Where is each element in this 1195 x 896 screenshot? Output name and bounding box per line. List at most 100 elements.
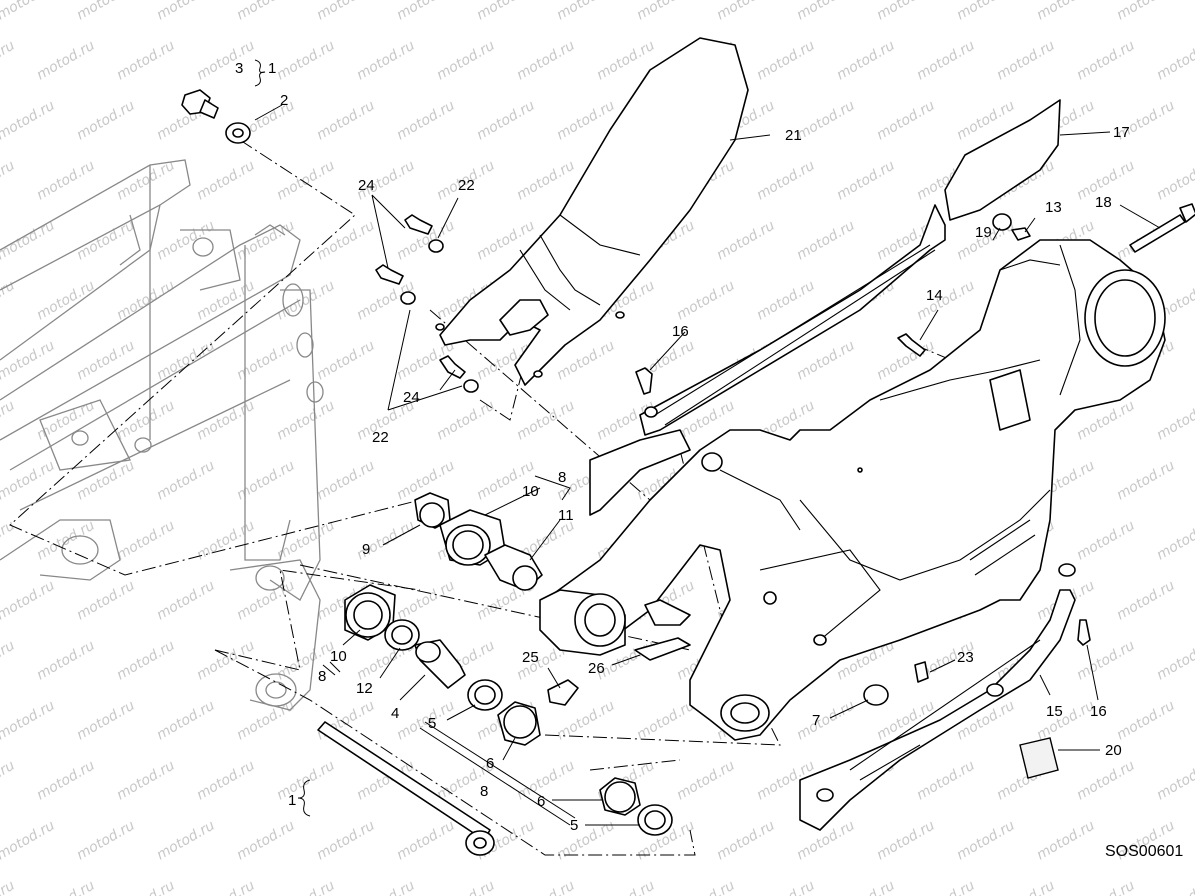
watermark-text: motod.ru	[674, 877, 738, 896]
watermark-text: motod.ru	[954, 0, 1018, 23]
watermark-text: motod.ru	[314, 217, 378, 263]
watermark-text: motod.ru	[154, 697, 218, 743]
watermark-text: motod.ru	[314, 457, 378, 503]
watermark-text: motod.ru	[474, 0, 538, 23]
watermark-text: motod.ru	[634, 0, 698, 23]
watermark-text: motod.ru	[1074, 877, 1138, 896]
watermark-text: motod.ru	[34, 277, 98, 323]
watermark-text: motod.ru	[74, 337, 138, 383]
callout-12: 12	[356, 680, 373, 697]
callout-17: 17	[1113, 124, 1130, 141]
watermark-text: motod.ru	[1154, 157, 1195, 203]
watermark-text: motod.ru	[0, 337, 58, 383]
main-frame	[0, 159, 324, 711]
watermark-text: motod.ru	[554, 0, 618, 23]
callout-18: 18	[1095, 194, 1112, 211]
watermark-text: motod.ru	[394, 817, 458, 863]
watermark-text: motod.ru	[754, 157, 818, 203]
watermark-text: motod.ru	[34, 37, 98, 83]
callout-10-bottom: 10	[330, 648, 347, 665]
watermark-text: motod.ru	[0, 697, 58, 743]
watermark-text: motod.ru	[0, 577, 58, 623]
watermark-text: motod.ru	[794, 217, 858, 263]
watermark-text: motod.ru	[154, 217, 218, 263]
watermark-text: motod.ru	[74, 217, 138, 263]
watermark-text: motod.ru	[154, 577, 218, 623]
watermark-text: motod.ru	[34, 757, 98, 803]
watermark-text: motod.ru	[874, 97, 938, 143]
watermark-text: motod.ru	[0, 397, 18, 443]
callout-1-bottom: 1	[288, 792, 296, 809]
callout-19: 19	[975, 224, 992, 241]
watermark-text: motod.ru	[994, 37, 1058, 83]
watermark-text: motod.ru	[234, 0, 298, 23]
watermark-text: motod.ru	[1154, 637, 1195, 683]
callouts: 3 1 2 24 22 24 22 16 21 17 18 13 19 14 8…	[235, 60, 1183, 860]
lower-chain-guard	[799, 563, 1076, 831]
watermark-text: motod.ru	[34, 637, 98, 683]
watermark-text: motod.ru	[194, 277, 258, 323]
watermark-text: motod.ru	[114, 397, 178, 443]
watermark-text: motod.ru	[234, 577, 298, 623]
watermark-text: motod.ru	[794, 0, 858, 23]
watermark-text: motod.ru	[194, 517, 258, 563]
watermark-text: motod.ru	[1154, 877, 1195, 896]
callout-15: 15	[1046, 703, 1063, 720]
callout-8-bottom: 8	[480, 783, 488, 800]
watermark-text: motod.ru	[114, 277, 178, 323]
callout-1-top: 1	[268, 60, 276, 77]
watermark-text: motod.ru	[1114, 697, 1178, 743]
watermark-text: motod.ru	[274, 757, 338, 803]
callout-20: 20	[1105, 742, 1122, 759]
callout-24-bottom: 24	[403, 389, 420, 406]
watermark-text: motod.ru	[274, 877, 338, 896]
watermark-text: motod.ru	[0, 877, 18, 896]
watermark-text: motod.ru	[114, 757, 178, 803]
watermark-text: motod.ru	[1034, 697, 1098, 743]
watermark-text: motod.ru	[74, 97, 138, 143]
callout-6-bottom: 6	[537, 793, 545, 810]
watermark-text: motod.ru	[34, 877, 98, 896]
watermark-text: motod.ru	[794, 697, 858, 743]
watermark-text: motod.ru	[314, 337, 378, 383]
watermark-text: motod.ru	[674, 757, 738, 803]
watermark-text: motod.ru	[794, 97, 858, 143]
watermark-text: motod.ru	[714, 217, 778, 263]
watermark-text: motod.ru	[194, 757, 258, 803]
watermark-text: motod.ru	[1154, 37, 1195, 83]
watermark-text: motod.ru	[154, 817, 218, 863]
callout-3: 3	[235, 60, 243, 77]
watermark-text: motod.ru	[834, 157, 898, 203]
watermark-text: motod.ru	[234, 817, 298, 863]
callout-14: 14	[926, 287, 943, 304]
diagram-code: SOS00601	[1105, 843, 1183, 860]
watermark-text: motod.ru	[914, 877, 978, 896]
watermark-text: motod.ru	[0, 0, 58, 23]
callout-11: 11	[558, 507, 574, 524]
watermark-text: motod.ru	[0, 637, 18, 683]
watermark-text: motod.ru	[514, 757, 578, 803]
watermark-text: motod.ru	[514, 37, 578, 83]
watermark-text: motod.ru	[274, 517, 338, 563]
callout-21: 21	[785, 127, 802, 144]
callout-22-bottom: 22	[372, 429, 389, 446]
callout-16-top: 16	[672, 323, 689, 340]
watermark-text: motod.ru	[234, 337, 298, 383]
watermark-text: motod.ru	[834, 37, 898, 83]
watermark-text: motod.ru	[754, 877, 818, 896]
callout-13: 13	[1045, 199, 1062, 216]
watermark-text: motod.ru	[914, 277, 978, 323]
watermark-text: motod.ru	[0, 277, 18, 323]
watermark-text: motod.ru	[0, 757, 18, 803]
watermark-text: motod.ru	[114, 517, 178, 563]
callout-10-top: 10	[522, 483, 539, 500]
watermark-text: motod.ru	[194, 637, 258, 683]
leader-lines	[254, 59, 1161, 826]
watermark-text: motod.ru	[0, 157, 18, 203]
watermark-text: motod.ru	[714, 0, 778, 23]
callout-6-top: 6	[486, 755, 494, 772]
callout-5-top: 5	[428, 715, 436, 732]
watermark-text: motod.ru	[34, 157, 98, 203]
watermark-text: motod.ru	[994, 877, 1058, 896]
